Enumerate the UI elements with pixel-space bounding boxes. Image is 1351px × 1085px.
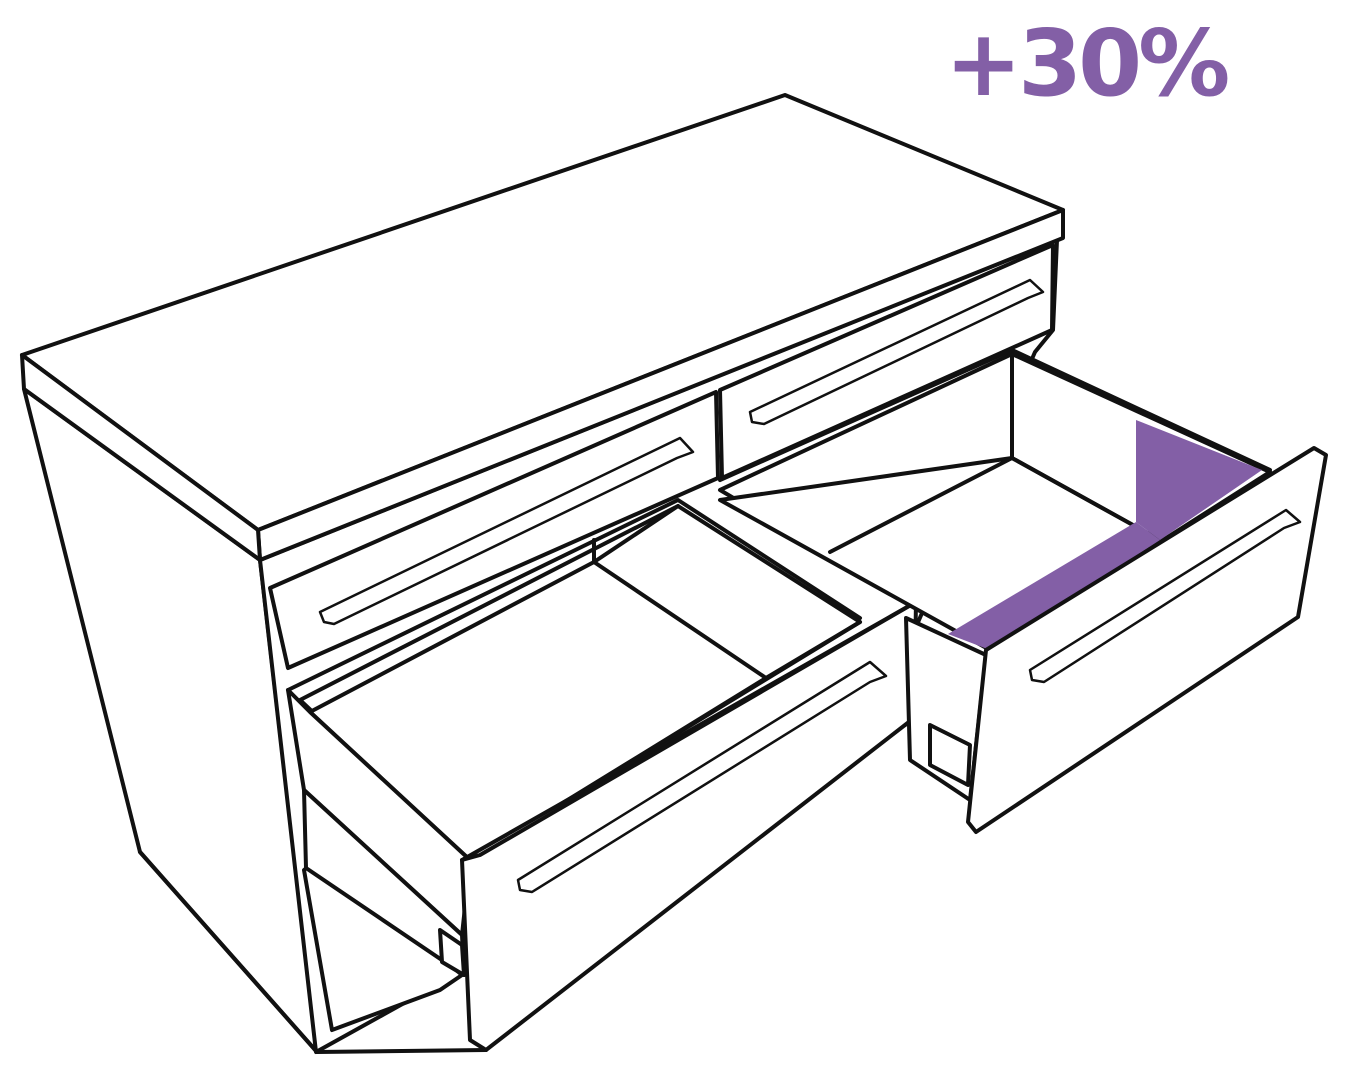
left-drawer-runner — [438, 928, 466, 977]
cabinet-bottom-edge — [138, 850, 488, 1054]
right-drawer-handle — [1028, 508, 1302, 684]
top-right-drawer-handle — [748, 278, 1045, 426]
extra-capacity-side-band — [1136, 420, 1262, 540]
top-left-drawer-handle — [318, 436, 695, 626]
extra-capacity-floor-band — [948, 522, 1160, 650]
right-drawer-runner — [928, 723, 972, 787]
left-drawer-top-rail — [286, 498, 862, 692]
left-drawer-inner-edges — [592, 504, 862, 680]
left-drawer-front-top — [460, 600, 918, 862]
left-drawer-handle — [516, 660, 888, 894]
worktop-side-edge — [20, 353, 262, 562]
capacity-callout: +30% — [945, 10, 1230, 117]
right-drawer-top-rail — [718, 348, 1272, 482]
